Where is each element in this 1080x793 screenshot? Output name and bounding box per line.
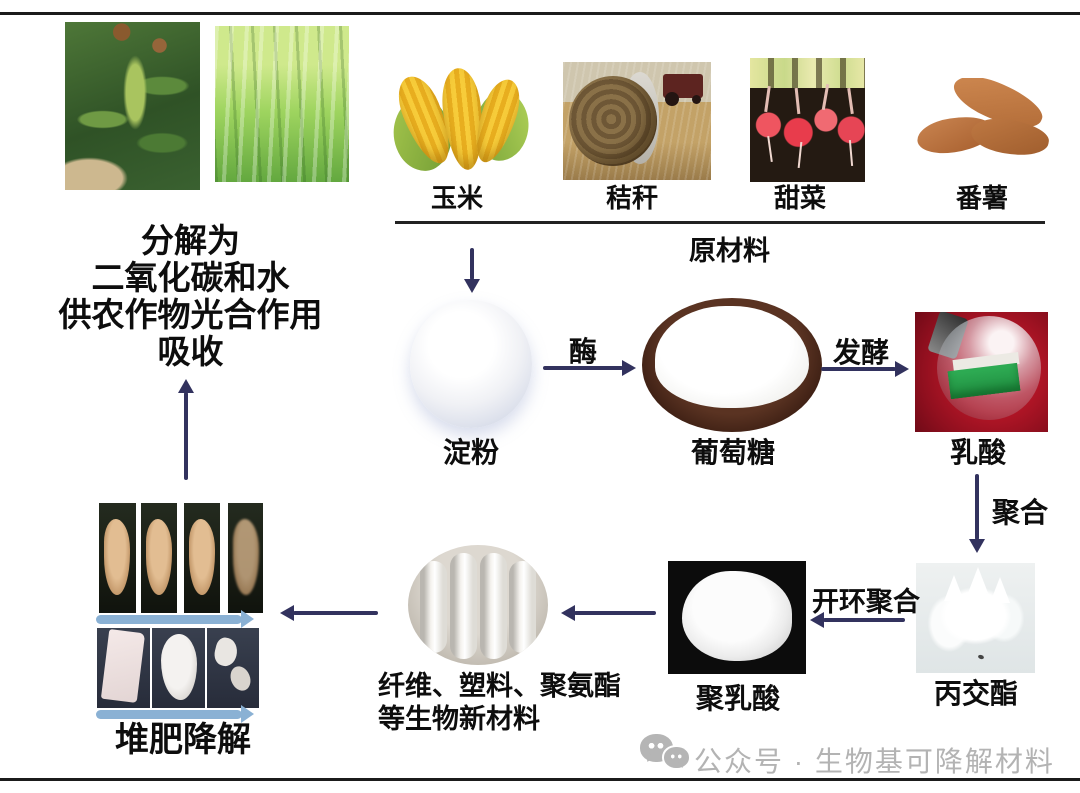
raw-material-label-sweet-potato: 番薯 bbox=[955, 183, 1008, 213]
bio-products-photo bbox=[408, 545, 548, 665]
compost-stage-photo-3 bbox=[184, 503, 220, 613]
degrading-material bbox=[233, 519, 259, 595]
film-fragment bbox=[227, 663, 254, 694]
corn-photo bbox=[392, 66, 530, 180]
watermark-text: 公众号 · 生物基可降解材料 bbox=[694, 746, 1055, 777]
lactic-acid-label: 乳酸 bbox=[949, 437, 1006, 468]
raw-material-label-beet: 甜菜 bbox=[773, 183, 826, 213]
lactide-label: 丙交酯 bbox=[933, 678, 1018, 709]
decompose-line1: 分解为 bbox=[141, 222, 240, 259]
glucose-powder bbox=[655, 306, 809, 408]
wechat-icon-small-bubble bbox=[664, 747, 689, 768]
crystal-spike bbox=[944, 575, 964, 601]
ring-opening-label: 开环聚合 bbox=[812, 587, 920, 617]
starch-label: 淀粉 bbox=[442, 437, 499, 468]
crop-plant-photo bbox=[65, 22, 200, 190]
compost-film-photo-1 bbox=[97, 628, 150, 708]
degrading-material bbox=[104, 519, 130, 595]
frame-bottom-line bbox=[0, 778, 1080, 781]
decompose-line4: 吸收 bbox=[157, 333, 224, 370]
compost-film-photo-2 bbox=[152, 628, 205, 708]
straw-bale bbox=[569, 76, 657, 166]
products-text-line2: 等生物新材料 bbox=[378, 704, 540, 734]
compost-label: 堆肥降解 bbox=[115, 721, 251, 759]
raw-material-label-corn: 玉米 bbox=[430, 183, 483, 213]
arrow-raw-to-starch bbox=[464, 248, 480, 293]
lactide-crystal-photo bbox=[916, 563, 1035, 673]
products-text: 纤维、塑料、聚氨酯 等生物新材料 bbox=[378, 670, 628, 736]
beet-bulbs bbox=[750, 58, 865, 182]
wechat-icon bbox=[640, 734, 673, 762]
straw-bale-photo bbox=[563, 62, 711, 180]
beet-photo bbox=[750, 58, 865, 182]
sweet-potato-photo bbox=[915, 78, 1050, 178]
enzyme-label: 酶 bbox=[568, 336, 597, 367]
compost-progress-arrow-top bbox=[96, 610, 254, 628]
product-cylinder bbox=[420, 561, 447, 653]
glucose-bowl-photo bbox=[642, 298, 822, 432]
degrading-material bbox=[189, 519, 215, 595]
arrow-products-to-compost bbox=[280, 605, 378, 621]
arrow-glucose-to-lactic bbox=[821, 361, 909, 377]
raw-materials-group-label: 原材料 bbox=[689, 236, 770, 266]
degrading-film bbox=[161, 634, 197, 700]
products-text-line1: 纤维、塑料、聚氨酯 bbox=[378, 671, 621, 701]
crystal-spike bbox=[968, 567, 988, 593]
raw-material-label-straw: 秸秆 bbox=[605, 183, 658, 213]
film-fragment bbox=[211, 635, 241, 669]
pla-label: 聚乳酸 bbox=[695, 683, 780, 714]
product-cylinder bbox=[450, 553, 477, 659]
decompose-text: 分解为 二氧化碳和水 供农作物光合作用 吸收 bbox=[18, 222, 363, 370]
tractor bbox=[663, 74, 703, 106]
compost-stage-photo-4 bbox=[228, 503, 263, 613]
arrow-compost-to-co2 bbox=[178, 379, 194, 480]
compost-film-photo-3 bbox=[207, 628, 259, 708]
arrow-pla-to-products bbox=[561, 605, 656, 621]
degrading-material bbox=[146, 519, 172, 595]
polymerization-label: 聚合 bbox=[991, 497, 1048, 528]
wheat-field-photo bbox=[215, 26, 349, 182]
fermentation-label: 发酵 bbox=[832, 337, 889, 368]
product-cylinder bbox=[509, 561, 536, 653]
compost-stage-photo-2 bbox=[141, 503, 177, 613]
arrow-lactic-to-lactide bbox=[969, 474, 985, 553]
plastic-film bbox=[100, 629, 146, 703]
arrow-lactide-to-pla bbox=[810, 612, 905, 628]
raw-materials-underline bbox=[395, 221, 1045, 224]
product-cylinder bbox=[480, 553, 507, 659]
decompose-line2: 二氧化碳和水 bbox=[91, 259, 290, 296]
decompose-line3: 供农作物光合作用 bbox=[58, 296, 323, 333]
compost-stage-photo-1 bbox=[99, 503, 136, 613]
arrow-starch-to-glucose bbox=[543, 360, 636, 376]
lactic-acid-flask-photo bbox=[915, 312, 1048, 432]
crystal-speck bbox=[977, 654, 985, 660]
compost-progress-arrow-bottom bbox=[96, 705, 254, 723]
crystal-spike bbox=[990, 577, 1010, 603]
frame-top-line bbox=[0, 12, 1080, 15]
pla-powder-photo bbox=[668, 561, 806, 674]
pla-powder-pile bbox=[682, 571, 792, 661]
glucose-label: 葡萄糖 bbox=[690, 437, 775, 468]
starch-powder-photo bbox=[410, 300, 532, 428]
